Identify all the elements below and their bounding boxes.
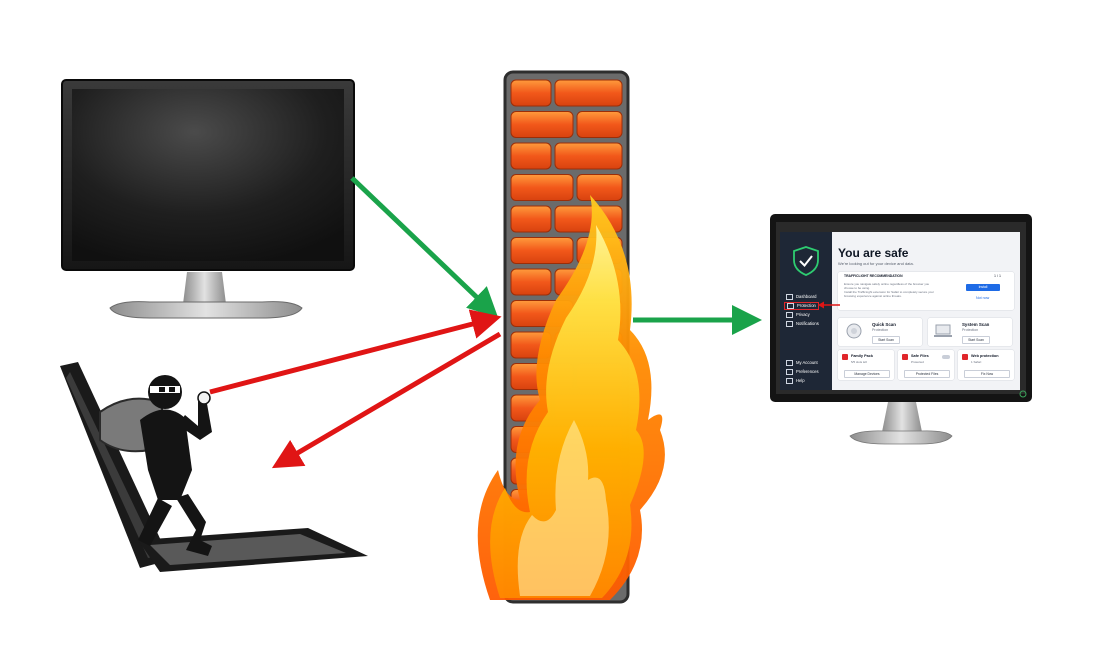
safe-files-title: Safe Files bbox=[911, 354, 929, 358]
banner-text-line: browsing experience against online threa… bbox=[844, 294, 902, 298]
brick bbox=[510, 174, 574, 201]
page-subtitle: We're looking out for your device and da… bbox=[838, 261, 914, 266]
bell-icon bbox=[786, 321, 793, 327]
system-scan-button[interactable]: Start Scan bbox=[962, 336, 990, 344]
shield-check-icon bbox=[793, 246, 819, 276]
hacker-icon bbox=[60, 362, 368, 572]
laptop-icon bbox=[934, 324, 952, 337]
protection-pointer-arrow bbox=[818, 301, 840, 309]
recommendation-banner: TRAFFICLIGHT RECOMMENDATION 1 / 1 Ensure… bbox=[838, 272, 1014, 310]
help-icon bbox=[786, 378, 793, 384]
protected-files-button[interactable]: Protected Files bbox=[904, 370, 950, 378]
web-protection-card: Web protection 1 Safari Fix Now bbox=[958, 350, 1014, 380]
sidebar-item-preferences[interactable]: Preferences bbox=[786, 369, 819, 375]
install-button[interactable]: Install bbox=[966, 284, 1000, 291]
page-title: You are safe bbox=[838, 246, 909, 260]
family-pack-subtitle: 5/5 slots left bbox=[851, 360, 868, 364]
sidebar-item-notifications[interactable]: Notifications bbox=[786, 321, 819, 327]
manage-devices-button[interactable]: Manage Devices bbox=[844, 370, 890, 378]
safe-files-toggle[interactable] bbox=[942, 355, 950, 359]
sidebar: Dashboard Protection Privacy Notificatio… bbox=[780, 232, 832, 390]
brick bbox=[510, 268, 552, 296]
quick-scan-button[interactable]: Start Scan bbox=[872, 336, 900, 344]
blocked-traffic-arrow-back bbox=[271, 331, 502, 469]
brick bbox=[510, 111, 574, 138]
quick-scan-title: Quick Scan bbox=[872, 322, 896, 327]
fix-now-button[interactable]: Fix Now bbox=[964, 370, 1010, 378]
sidebar-item-privacy[interactable]: Privacy bbox=[786, 312, 810, 318]
family-icon bbox=[842, 354, 848, 360]
banner-title: TRAFFICLIGHT RECOMMENDATION bbox=[844, 274, 903, 278]
brick bbox=[554, 142, 623, 170]
brick bbox=[510, 79, 552, 107]
web-protection-subtitle: 1 Safari bbox=[971, 360, 982, 364]
main-panel: You are safe We're looking out for your … bbox=[832, 232, 1020, 390]
sidebar-item-my-account[interactable]: My Account bbox=[786, 360, 818, 366]
family-pack-card: Family Pack 5/5 slots left Manage Device… bbox=[838, 350, 894, 380]
sidebar-item-dashboard[interactable]: Dashboard bbox=[786, 294, 817, 300]
system-scan-title: System Scan bbox=[962, 322, 990, 327]
system-scan-card: System Scan Protection Start Scan bbox=[928, 318, 1012, 346]
safe-files-subtitle: Protected bbox=[911, 360, 924, 364]
not-now-link[interactable]: Not now bbox=[976, 296, 990, 300]
sidebar-item-protection[interactable]: Protection bbox=[784, 302, 819, 310]
folder-icon bbox=[902, 354, 908, 360]
quick-scan-card: Quick Scan Protection Start Scan bbox=[838, 318, 922, 346]
system-scan-subtitle: Protection bbox=[962, 328, 979, 332]
banner-pager: 1 / 1 bbox=[994, 274, 1001, 278]
eye-icon bbox=[786, 312, 793, 318]
brick bbox=[554, 79, 623, 107]
quick-scan-subtitle: Protection bbox=[872, 328, 889, 332]
banner-text-line: Install the TrafficLight extension for S… bbox=[844, 290, 934, 294]
banner-text-line: Ensure you navigate safely online regard… bbox=[844, 282, 930, 286]
brick bbox=[576, 174, 623, 201]
web-protection-title: Web protection bbox=[971, 354, 999, 358]
gear-icon bbox=[786, 369, 793, 375]
antivirus-dashboard: Dashboard Protection Privacy Notificatio… bbox=[780, 232, 1020, 390]
left-monitor-icon bbox=[61, 79, 355, 319]
grid-icon bbox=[786, 294, 793, 300]
brick bbox=[576, 111, 623, 138]
globe-icon bbox=[962, 354, 968, 360]
allowed-traffic-arrow-in bbox=[350, 176, 499, 318]
user-icon bbox=[786, 360, 793, 366]
family-pack-title: Family Pack bbox=[851, 354, 873, 358]
brick bbox=[510, 237, 574, 264]
safe-files-card: Safe Files Protected Protected Files bbox=[898, 350, 954, 380]
sidebar-item-help[interactable]: Help bbox=[786, 378, 805, 384]
gauge-icon bbox=[846, 323, 862, 339]
banner-text-line: choose to be using. bbox=[844, 286, 871, 290]
shield-icon bbox=[787, 303, 794, 309]
blocked-traffic-arrow-in bbox=[209, 309, 502, 395]
brick bbox=[510, 205, 552, 233]
brick bbox=[510, 142, 552, 170]
flame-icon bbox=[477, 195, 665, 600]
